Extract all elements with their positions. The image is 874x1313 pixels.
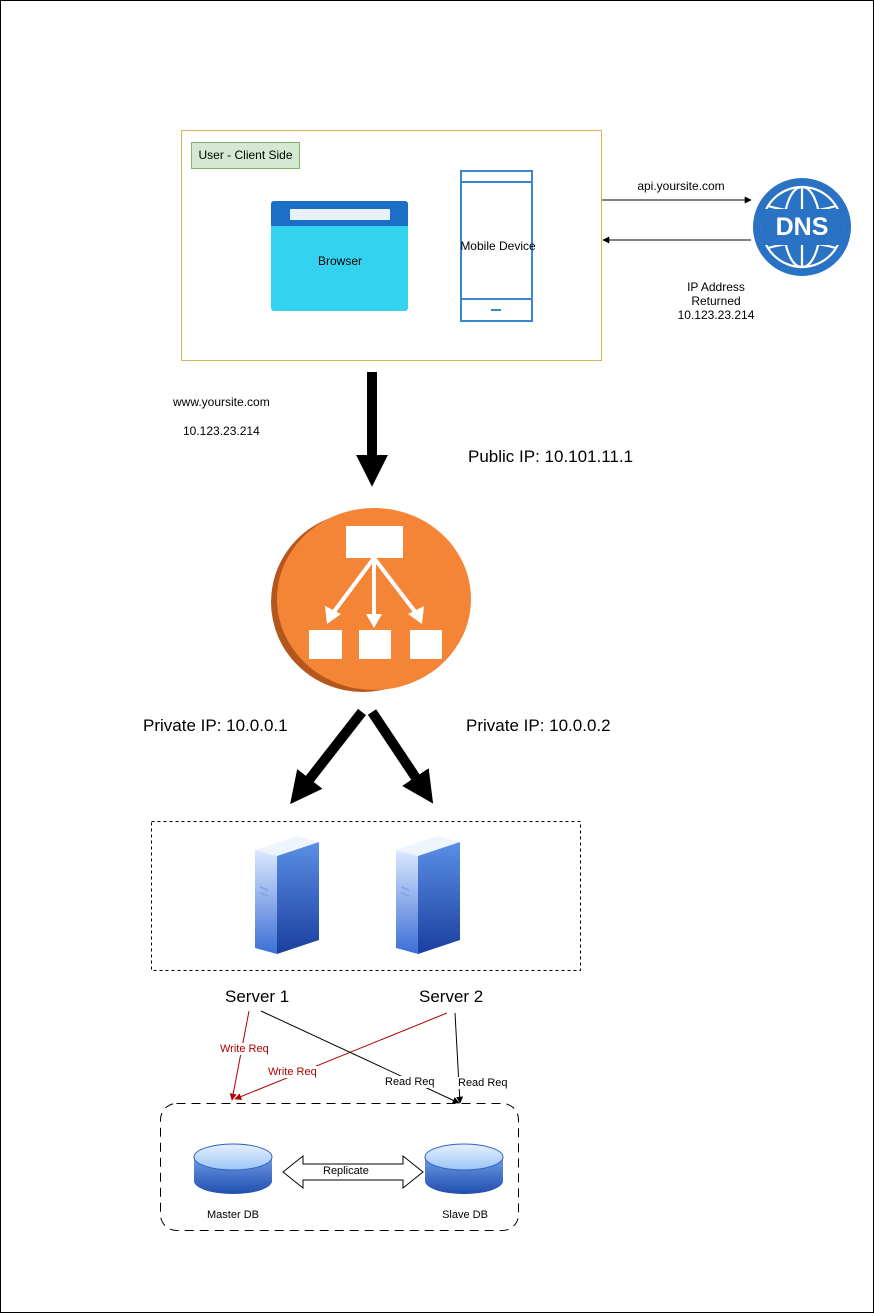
server-1-read-edge	[260, 1010, 460, 1104]
master-db-label: Master DB	[207, 1209, 259, 1221]
write-req-label-2: Write Req	[268, 1066, 317, 1078]
dns-response-line-3: 10.123.23.214	[677, 308, 755, 322]
slave-db-icon	[424, 1143, 504, 1194]
server-2-icon	[396, 836, 460, 954]
master-db-icon	[193, 1143, 273, 1194]
dns-response-line-2: Returned	[691, 294, 741, 308]
server-2-read-edge	[454, 1012, 464, 1104]
request-ip-label: 10.123.23.214	[183, 424, 260, 438]
browser-icon	[271, 201, 408, 311]
database-group	[160, 1103, 519, 1231]
dns-icon-text: DNS	[775, 213, 829, 241]
slave-db-label: Slave DB	[442, 1209, 488, 1221]
server-1-label: Server 1	[225, 987, 290, 1006]
read-req-label-2: Read Req	[458, 1077, 508, 1089]
lb-to-server-2-arrow	[367, 709, 434, 804]
mobile-device-label: Mobile Device	[460, 239, 536, 253]
dns-response-line-1: IP Address	[687, 280, 745, 294]
client-side-label: User - Client Side	[191, 142, 300, 169]
load-balancer-icon	[271, 508, 471, 692]
mobile-device-icon	[460, 170, 533, 322]
replicate-label: Replicate	[322, 1165, 370, 1177]
server-group	[151, 821, 581, 971]
private-ip-left-label: Private IP: 10.0.0.1	[143, 716, 288, 735]
private-ip-right-label: Private IP: 10.0.0.2	[466, 716, 611, 735]
dns-globe-icon	[753, 178, 851, 276]
request-domain-label: www.yoursite.com	[173, 395, 270, 409]
lb-to-server-1-arrow	[290, 708, 366, 805]
server-1-icon	[255, 836, 319, 954]
server-1-write-edge	[229, 1010, 250, 1101]
write-req-label-1: Write Req	[220, 1043, 269, 1055]
dns-query-label: api.yoursite.com	[637, 179, 725, 193]
public-ip-label: Public IP: 10.101.11.1	[468, 447, 634, 466]
server-2-label: Server 2	[419, 987, 484, 1006]
read-req-label-1: Read Req	[385, 1076, 435, 1088]
dns-response-label: IP Address Returned 10.123.23.214	[656, 280, 776, 322]
browser-label: Browser	[317, 254, 362, 268]
server-2-write-edge	[234, 1012, 448, 1100]
